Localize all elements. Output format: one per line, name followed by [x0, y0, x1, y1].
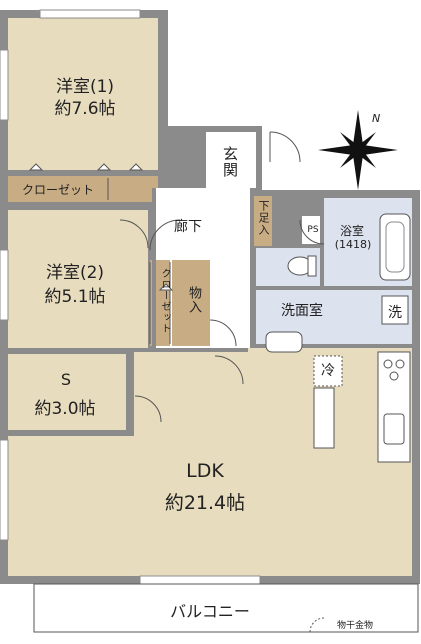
storage-label: 物入 — [186, 286, 201, 314]
entrance-floor — [206, 132, 256, 188]
ldk-name: LDK — [186, 460, 224, 482]
closet-details — [107, 178, 171, 344]
fridge-box — [313, 355, 343, 387]
kitchen-island — [313, 387, 335, 449]
fridge-label: 冷 — [321, 363, 335, 379]
closet1-floor — [8, 176, 158, 202]
washer-label: 洗 — [388, 305, 402, 321]
closet1-label: クローゼット — [21, 183, 94, 197]
bedroom1-area: 約7.6帖 — [54, 99, 116, 119]
bathroom-size: (1418) — [334, 238, 372, 251]
washroom-label: 洗面室 — [281, 303, 323, 319]
bedroom2-floor — [8, 210, 148, 348]
compass-label: N — [372, 112, 380, 125]
s-room-floor — [8, 354, 126, 430]
bathroom-name: 浴室 — [339, 224, 364, 238]
storage-floor — [172, 260, 210, 346]
entrance-label: 玄関 — [221, 146, 239, 178]
wash-basin — [265, 331, 303, 353]
doors — [119, 131, 325, 423]
ps-label: PS — [307, 225, 319, 235]
closet2-label: クローゼット — [159, 268, 170, 334]
s-room-area: 約3.0帖 — [34, 399, 96, 419]
ldk-area: 約21.4帖 — [164, 492, 246, 514]
closet-markers — [28, 163, 174, 291]
sink-icon — [383, 413, 405, 445]
bedroom2-area: 約5.1帖 — [44, 287, 106, 307]
drying-hardware-mark — [309, 617, 325, 633]
toilet-tank — [307, 255, 317, 277]
compass-icon — [318, 110, 398, 190]
balcony — [33, 583, 419, 633]
bedroom2-name: 洋室(2) — [45, 263, 105, 283]
ldk-floor — [8, 348, 412, 576]
bedroom1-floor — [8, 18, 158, 170]
shoe-closet-label: 下足入 — [257, 200, 270, 236]
bathtub-inner — [385, 221, 405, 273]
windows — [0, 9, 261, 585]
washer-box — [381, 295, 409, 325]
s-room-name: S — [60, 370, 72, 389]
bedroom1-name: 洋室(1) — [55, 77, 115, 97]
stove-icon — [383, 359, 405, 381]
shoe-closet-floor — [252, 196, 272, 246]
balcony-label: バルコニー — [170, 602, 250, 621]
hallway-label: 廊下 — [174, 219, 202, 235]
kitchen-counter — [377, 351, 411, 463]
bathtub — [379, 213, 411, 281]
drying-hardware-label: 物干金物 — [336, 621, 373, 631]
